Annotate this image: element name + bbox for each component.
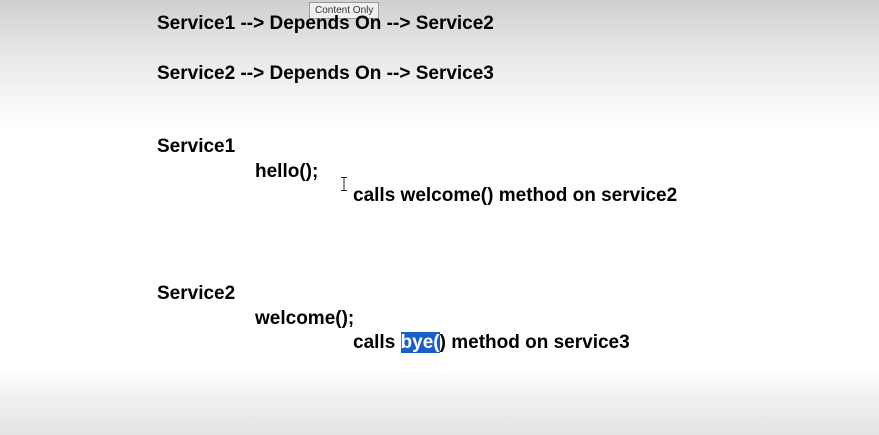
- service2-heading: Service2: [157, 283, 236, 304]
- desc-before: calls: [353, 332, 401, 353]
- desc-after: ) method on service3: [439, 332, 630, 353]
- selected-text: bye(: [400, 332, 440, 353]
- text-cursor-icon: [341, 177, 347, 191]
- welcome-method: welcome();: [255, 308, 355, 329]
- dependency-line-1: Service1 --> Depends On --> Service2: [157, 13, 494, 34]
- service1-description: calls welcome() method on service2: [353, 185, 678, 206]
- service2-description: calls bye() method on service3: [353, 332, 630, 354]
- service1-heading: Service1: [157, 136, 236, 157]
- dependency-line-2: Service2 --> Depends On --> Service3: [157, 63, 494, 84]
- content-only-tooltip: Content Only: [309, 2, 380, 19]
- hello-method: hello();: [255, 161, 319, 182]
